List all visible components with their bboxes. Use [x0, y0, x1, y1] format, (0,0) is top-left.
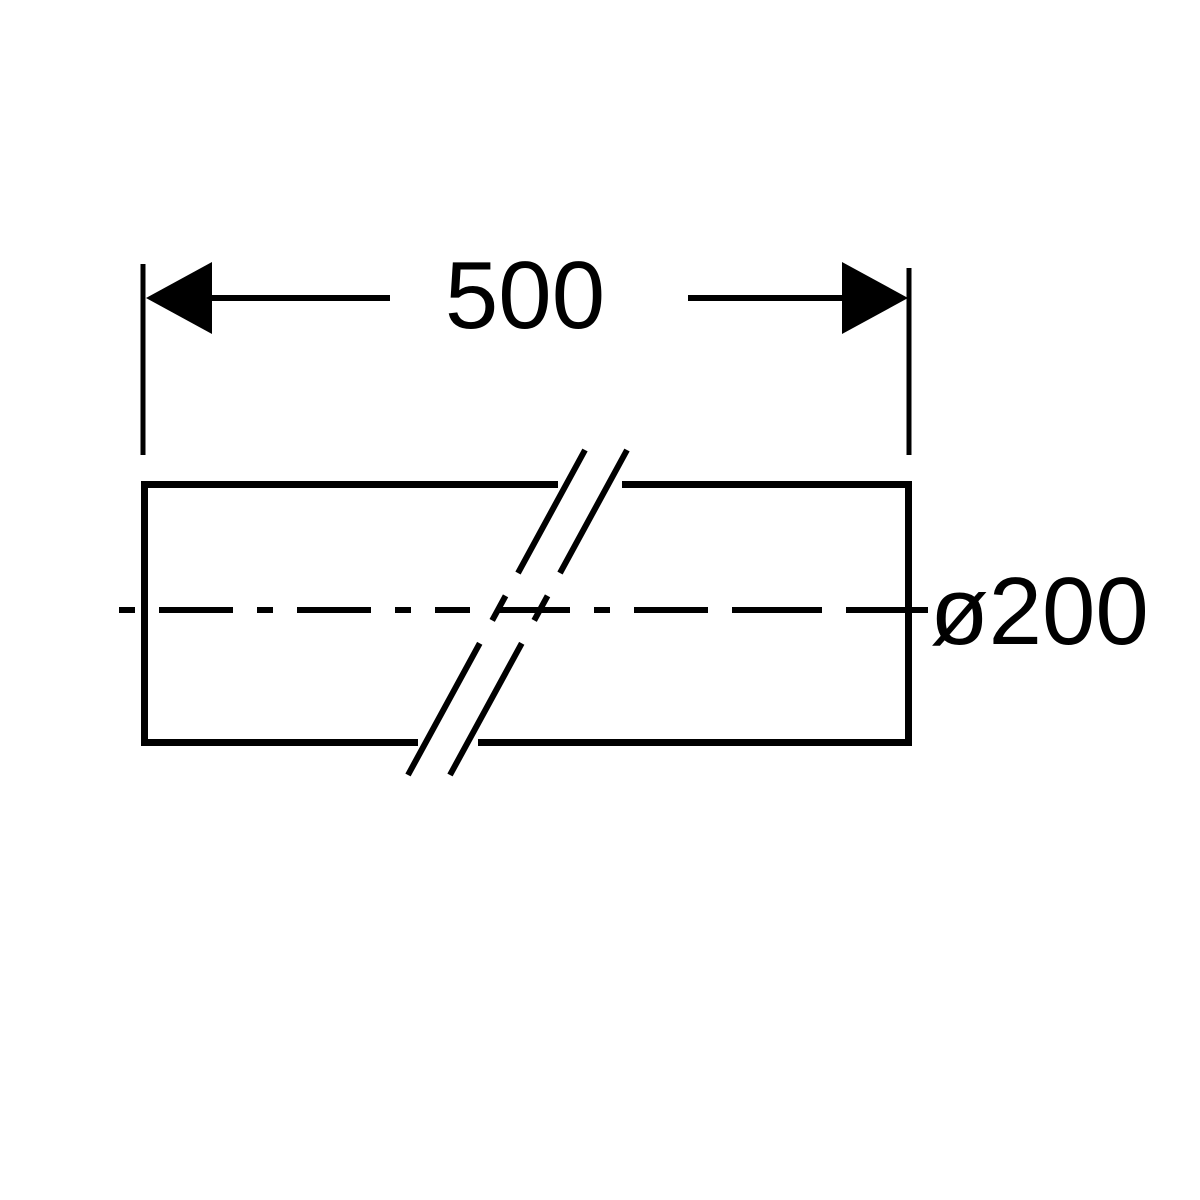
break-line-second: [447, 448, 630, 777]
arrowhead-left-icon: [146, 262, 212, 334]
length-dimension-label: 500: [445, 242, 605, 349]
diameter-dimension-label: ø200: [930, 558, 1149, 665]
arrowhead-right-icon: [842, 262, 908, 334]
break-line-first: [405, 448, 588, 777]
